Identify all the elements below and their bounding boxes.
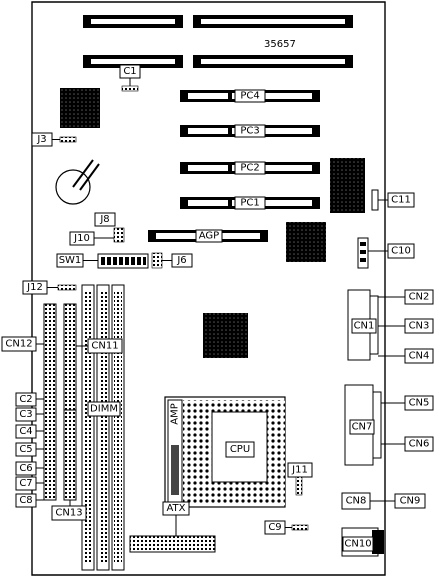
j12-header xyxy=(57,284,77,291)
j12-label: J12 xyxy=(26,282,43,293)
j11-header xyxy=(295,476,303,496)
c4-label: C4 xyxy=(19,426,32,437)
battery xyxy=(55,159,100,205)
board-outline xyxy=(31,1,386,576)
c2-label: C2 xyxy=(19,394,32,405)
cn1-label-box xyxy=(351,318,377,334)
j8-label: J8 xyxy=(99,214,109,225)
atx-label: ATX xyxy=(166,503,185,514)
cn13-label: CN13 xyxy=(55,508,82,519)
c9-label: C9 xyxy=(268,522,281,533)
bios-chip xyxy=(60,88,100,128)
cn12-connector xyxy=(43,303,57,501)
c1-label: C1 xyxy=(123,66,136,77)
cn6-label: CN6 xyxy=(409,439,430,450)
cn7-label: CN7 xyxy=(352,422,373,433)
pc1-label: PC1 xyxy=(240,198,259,209)
j6-header xyxy=(151,252,163,269)
chipset-center xyxy=(203,313,248,358)
j8-label-box xyxy=(94,212,116,227)
pc3-label: PC3 xyxy=(240,126,259,137)
j11-label: J11 xyxy=(291,465,308,476)
cn5-label: CN5 xyxy=(409,398,430,409)
c6-label: C6 xyxy=(19,463,32,474)
c8-label: C8 xyxy=(19,495,32,506)
chipset-agp xyxy=(286,222,326,262)
c5-label: C5 xyxy=(19,444,32,455)
cn11-label: CN11 xyxy=(91,341,118,352)
dimm-sockets xyxy=(81,284,125,571)
cpu-label-box xyxy=(225,441,255,458)
dimm-label: DIMM xyxy=(90,404,118,415)
c9-header xyxy=(291,524,309,531)
j6-label: J6 xyxy=(176,255,186,266)
j8-j10-header xyxy=(113,227,125,243)
cpu-socket xyxy=(164,396,286,508)
c3-label: C3 xyxy=(19,409,32,420)
chipset-upper xyxy=(330,158,365,213)
pc2-label: PC2 xyxy=(240,163,259,174)
cn10-label: CN10 xyxy=(344,539,371,550)
sw1-dip-switch xyxy=(97,253,149,269)
agp-label: AGP xyxy=(199,231,219,242)
cn8-label: CN8 xyxy=(346,496,367,507)
c7-label: C7 xyxy=(19,478,32,489)
cn2-label: CN2 xyxy=(409,292,430,303)
j10-label: J10 xyxy=(73,233,90,244)
j3-header xyxy=(59,136,77,143)
j3-label: J3 xyxy=(36,134,46,145)
cn7-label-box xyxy=(349,419,375,435)
atx-power-connector xyxy=(129,535,216,553)
c10-label: C10 xyxy=(391,246,411,257)
cpu-label: CPU xyxy=(230,444,250,455)
cn10-label-box xyxy=(342,536,374,552)
dimm-label-box xyxy=(87,401,121,417)
sw1-label: SW1 xyxy=(59,255,82,266)
cn9-label: CN9 xyxy=(400,496,421,507)
cn12-label: CN12 xyxy=(5,339,32,350)
cn13-label-box xyxy=(51,505,87,521)
cn1-label: CN1 xyxy=(354,321,375,332)
c-header-group xyxy=(15,392,44,508)
cn11-connector xyxy=(63,303,77,411)
c1-header xyxy=(121,85,139,92)
cn3-label: CN3 xyxy=(409,321,430,332)
board-number: 35657 xyxy=(264,39,296,50)
cn4-label: CN4 xyxy=(409,351,430,362)
c11-label: C11 xyxy=(391,195,411,206)
c11-header xyxy=(371,189,379,211)
amp-label: AMP xyxy=(170,403,181,425)
cn13-connector xyxy=(63,409,77,501)
pc4-label: PC4 xyxy=(240,91,259,102)
